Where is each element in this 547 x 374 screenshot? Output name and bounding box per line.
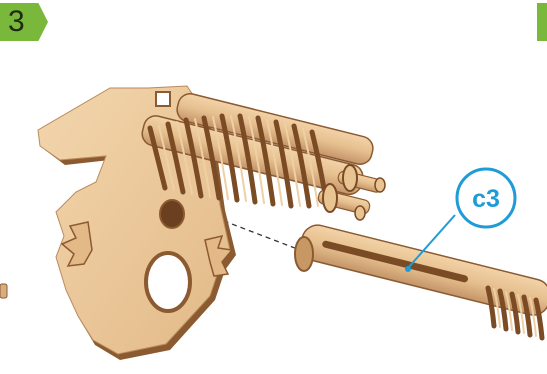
- callout-label: c3: [472, 185, 500, 213]
- partial-part-left: [0, 284, 7, 298]
- axle-part-c3: [295, 222, 547, 338]
